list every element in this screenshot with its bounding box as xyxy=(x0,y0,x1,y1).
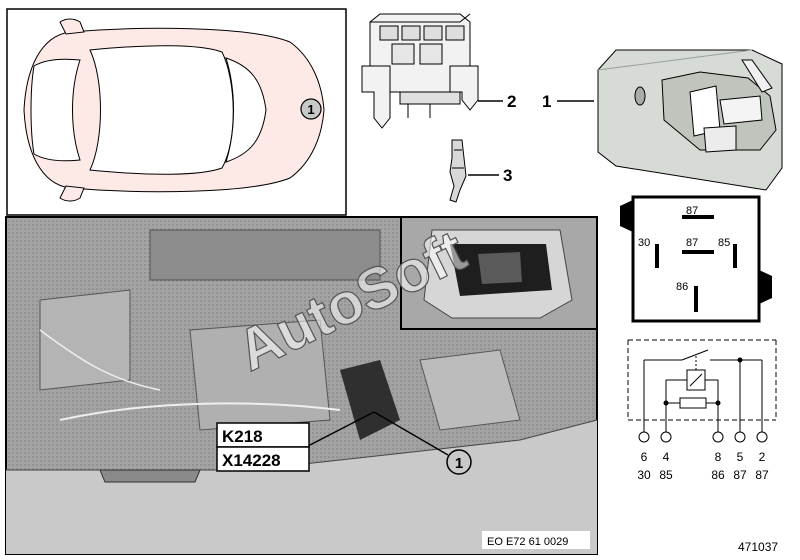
pin-label-right: 85 xyxy=(718,237,730,249)
relay-in-vehicle xyxy=(340,360,400,440)
pin-left xyxy=(655,244,659,268)
car-outline xyxy=(23,18,325,202)
pin-right xyxy=(733,244,737,268)
installation-photo xyxy=(5,216,598,555)
pin-center xyxy=(682,250,714,254)
contact-pin-drawing xyxy=(449,139,467,203)
callout-relay: 1 xyxy=(542,92,551,111)
relay-pin-face: 87 87 30 85 86 xyxy=(620,195,772,323)
schematic-terminal-labels: 6 4 8 5 2 30 85 86 87 87 xyxy=(637,450,769,482)
terminal-designation: 85 xyxy=(659,468,673,482)
relay-schematic xyxy=(627,339,777,432)
terminal-designation: 87 xyxy=(755,468,769,482)
terminal-number: 4 xyxy=(663,450,670,464)
relay-socket-drawing xyxy=(361,13,479,129)
terminal-number: 8 xyxy=(715,450,722,464)
photo-code-box: EO E72 61 0029 xyxy=(482,531,590,549)
connector-label-box: K218 X14228 xyxy=(216,422,310,472)
pin-label-top: 87 xyxy=(686,205,698,217)
vehicle-location-panel: 1 xyxy=(6,8,347,216)
terminal-designation: 87 xyxy=(733,468,747,482)
callout-socket: 2 xyxy=(507,92,516,111)
photo-location-marker: 1 xyxy=(446,449,472,475)
terminal-designation: 86 xyxy=(711,468,725,482)
schematic-terminal-pins xyxy=(638,431,768,443)
photo-marker-number: 1 xyxy=(455,455,463,472)
photo-inset-detail xyxy=(400,216,598,330)
callout-contact: 3 xyxy=(503,166,512,185)
figure-number: 471037 xyxy=(738,540,778,554)
photo-leader-lines xyxy=(307,411,449,456)
terminal-number: 5 xyxy=(737,450,744,464)
pin-label-center: 87 xyxy=(686,237,698,249)
schematic-junctions xyxy=(663,357,743,406)
vehicle-marker-number: 1 xyxy=(307,102,314,117)
part-callouts xyxy=(468,100,594,176)
connector-id-label: X14228 xyxy=(222,451,281,470)
pin-label-left: 30 xyxy=(638,237,650,249)
terminal-number: 6 xyxy=(641,450,648,464)
pin-bottom xyxy=(694,286,698,312)
relay-drawing xyxy=(597,49,783,191)
vehicle-location-marker: 1 xyxy=(300,98,322,120)
terminal-designation: 30 xyxy=(637,468,651,482)
photo-code: EO E72 61 0029 xyxy=(487,536,568,548)
relay-id-label: K218 xyxy=(222,427,263,446)
pin-label-bottom: 86 xyxy=(676,281,688,293)
terminal-number: 2 xyxy=(759,450,766,464)
pin-top xyxy=(682,215,714,219)
